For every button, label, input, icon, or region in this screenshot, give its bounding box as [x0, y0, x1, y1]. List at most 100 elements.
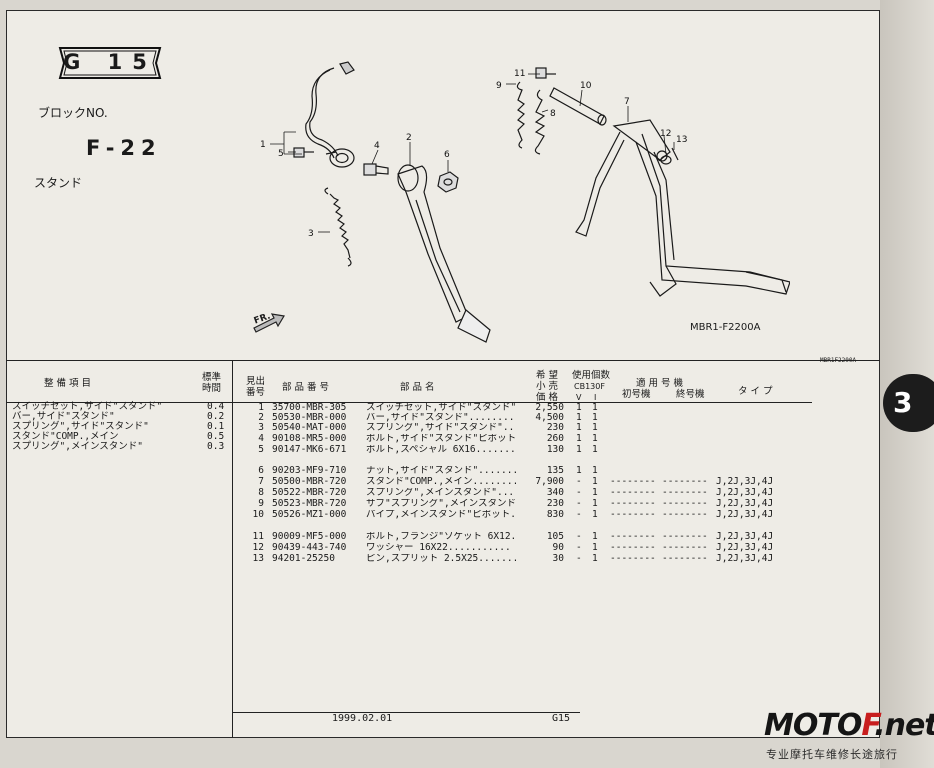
- parts-header-rule: [232, 402, 812, 403]
- qty-v-header: V: [576, 393, 582, 402]
- cell-first: --------: [610, 488, 656, 498]
- cell-q2: 1: [592, 554, 598, 564]
- cell-ref: 1: [258, 403, 264, 413]
- cell-price: 4,500: [535, 413, 564, 423]
- applicable-header: 適 用 号 機: [636, 378, 684, 389]
- cell-price: 230: [546, 499, 564, 509]
- watermark-logo: MOTOF.net: [764, 708, 934, 743]
- cell-first: --------: [610, 477, 656, 487]
- group-name: スタンド: [34, 176, 83, 190]
- cell-name: パイプ,メインスタンド"ピボット.....: [366, 510, 516, 520]
- qty-header: 使用個数: [572, 370, 611, 381]
- last-no-header: 終号機: [676, 389, 705, 400]
- cell-ref: 5: [258, 445, 264, 455]
- cell-q2: 1: [592, 488, 598, 498]
- cell-ref: 13: [252, 554, 264, 564]
- part-name-header: 部 品 名: [400, 382, 435, 393]
- qty-i-header: I: [594, 393, 597, 402]
- cell-type: J,2J,3J,4J: [716, 488, 774, 498]
- cell-type: J,2J,3J,4J: [716, 510, 774, 520]
- side-stand-bar-drawing: [397, 164, 491, 343]
- cell-q1: 1: [576, 434, 582, 444]
- cell-last: --------: [662, 499, 708, 509]
- cell-type: J,2J,3J,4J: [716, 477, 774, 487]
- type-header: タ イ プ: [738, 386, 773, 397]
- cell-name: バー,サイド"スタンド"...........: [366, 413, 516, 423]
- cell-part-no: 50500-MBR-720: [272, 477, 347, 487]
- cell-last: --------: [662, 488, 708, 498]
- cell-price: 260: [546, 434, 564, 444]
- cell-price: 135: [546, 466, 564, 476]
- footer-rule: [232, 712, 580, 713]
- first-no-header: 初号機: [622, 389, 651, 400]
- cell-name: ナット,サイド"スタンド"...........: [366, 466, 516, 476]
- cell-last: --------: [662, 554, 708, 564]
- cell-name: ボルト,サイド"スタンド"ピボット....: [366, 434, 516, 444]
- cell-q2: 1: [592, 510, 598, 520]
- cell-type: J,2J,3J,4J: [716, 499, 774, 509]
- cell-name: ワッシャー 16X22...........: [366, 543, 511, 553]
- labor-time-header: 標準時間: [202, 372, 222, 394]
- cell-name: ピン,スプリット 2.5X25........: [366, 554, 516, 564]
- cell-first: --------: [610, 510, 656, 520]
- bolt-4-drawing: [363, 163, 389, 176]
- cell-q2: 1: [592, 499, 598, 509]
- cell-part-no: 90108-MR5-000: [272, 434, 347, 444]
- cell-first: --------: [610, 532, 656, 542]
- cell-q1: -: [576, 543, 582, 553]
- callout-13: 13: [676, 135, 687, 145]
- cell-ref: 9: [258, 499, 264, 509]
- cell-ref: 12: [252, 543, 264, 553]
- bolt-11-drawing: [535, 67, 556, 79]
- exploded-parts-diagram: 1 2 3 4 5 6 7 8 9 10 11 12 13: [230, 60, 791, 350]
- cell-ref: 8: [258, 488, 264, 498]
- cell-ref: 10: [252, 510, 264, 520]
- callout-2: 2: [406, 133, 412, 143]
- parts-catalog-page: [6, 10, 880, 738]
- cell-part-no: 94201-25250: [272, 554, 335, 564]
- part-no-header: 部 品 番 号: [282, 382, 330, 393]
- cell-price: 2,550: [535, 403, 564, 413]
- cell-ref: 7: [258, 477, 264, 487]
- bolt-5-drawing: [293, 147, 314, 158]
- section-tab[interactable]: 3: [883, 374, 934, 432]
- cell-name: スイッチセット,サイド"スタンド"........: [366, 403, 516, 413]
- cell-q2: 1: [592, 434, 598, 444]
- cell-part-no: 50530-MBR-000: [272, 413, 347, 423]
- cell-price: 230: [546, 423, 564, 433]
- callout-10: 10: [580, 81, 592, 91]
- cell-q2: 1: [592, 413, 598, 423]
- switch-set-drawing: [305, 61, 355, 168]
- cell-ref: 3: [258, 423, 264, 433]
- cell-part-no: 50526-MZ1-000: [272, 510, 347, 520]
- callout-1: 1: [260, 140, 266, 150]
- cell-type: J,2J,3J,4J: [716, 532, 774, 542]
- footer-page-code: G15: [552, 713, 571, 724]
- site-watermark: MOTOF.net 专业摩托车维修长途旅行: [762, 708, 934, 768]
- watermark-subtitle: 专业摩托车维修长途旅行: [766, 748, 898, 761]
- cell-q2: 1: [592, 477, 598, 487]
- main-stand-drawing: [575, 119, 791, 297]
- front-direction-arrow-icon: [253, 313, 285, 333]
- pipe-10-drawing: [549, 87, 607, 126]
- cell-type: J,2J,3J,4J: [716, 543, 774, 553]
- spring-3-drawing: [324, 187, 352, 267]
- cell-q1: 1: [576, 403, 582, 413]
- cell-q2: 1: [592, 466, 598, 476]
- cell-q1: 1: [576, 445, 582, 455]
- cell-first: --------: [610, 499, 656, 509]
- cell-price: 105: [546, 532, 564, 542]
- cell-name: スタンド"COMP.,メイン.........: [366, 477, 516, 487]
- badge-frame-icon: [58, 47, 162, 79]
- cell-q1: 1: [576, 466, 582, 476]
- cell-ref: 11: [252, 532, 264, 542]
- cell-name: ボルト,フランジ"ソケット 6X12.......: [366, 532, 516, 542]
- cell-q2: 1: [592, 532, 598, 542]
- labor-item-header: 整 備 項 目: [44, 378, 92, 389]
- cell-last: --------: [662, 510, 708, 520]
- model-header: CB130F: [574, 382, 605, 391]
- cell-price: 30: [552, 554, 564, 564]
- cell-part-no: 50540-MAT-000: [272, 423, 347, 433]
- cell-q1: 1: [576, 413, 582, 423]
- cell-first: --------: [610, 554, 656, 564]
